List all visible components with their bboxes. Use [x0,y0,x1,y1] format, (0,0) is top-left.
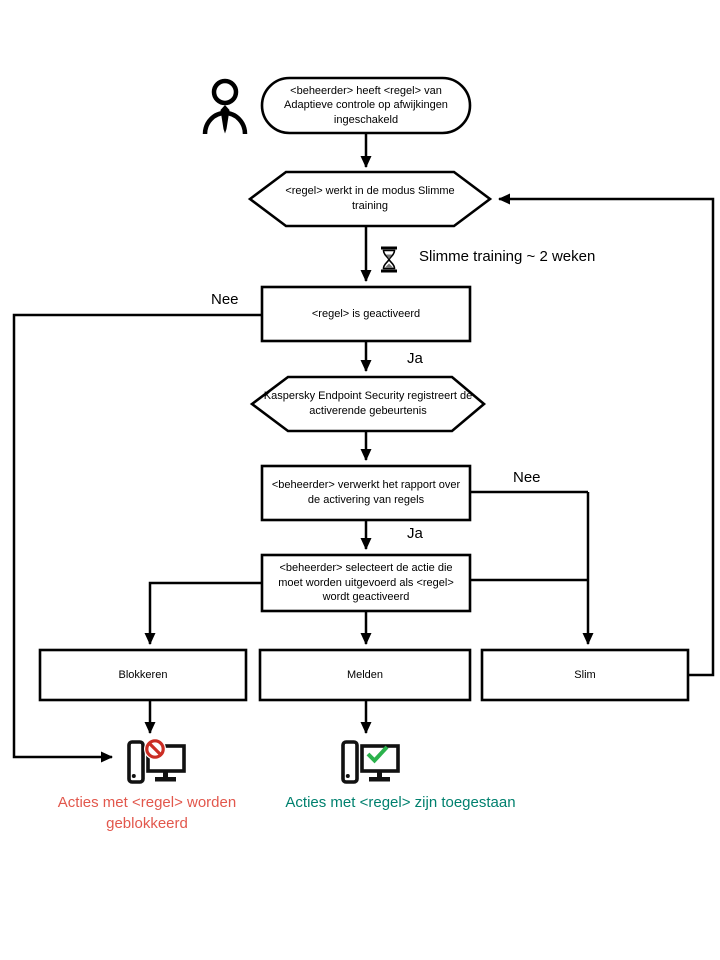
shape-select-action [260,553,472,613]
node-action-smart: Slim [574,668,596,681]
hourglass-icon [380,246,398,273]
shape-block [38,648,248,702]
shape-inform [258,648,472,702]
node-admin-processes-report: <beheerder> verwerkt het rapport over de… [271,479,461,506]
shape-smart [480,648,690,702]
node-smart-training-mode: <regel> werkt in de modus Slimme trainin… [285,185,455,212]
training-duration-label: Slimme training ~ 2 weken [419,248,596,265]
shape-kes-hexagon [249,375,487,433]
node-start: <beheerder> heeft <regel> van Adaptieve … [284,84,448,126]
shape-start-stadium [260,76,472,135]
computer-blocked-icon [127,738,186,787]
result-allowed-label: Acties met <regel> zijn toegestaan [285,794,516,811]
edge-label-ja-1: Ja [407,350,423,367]
shape-report [260,464,472,522]
result-blocked-label: Acties met <regel> worden geblokkeerd [57,794,237,832]
computer-allowed-icon [341,739,400,787]
node-admin-selects-action: <beheerder> selecteert de actie die moet… [278,562,454,604]
shape-rule-triggered [260,285,472,343]
node-rule-triggered: <regel> is geactiveerd [311,307,421,320]
edge-label-ja-2: Ja [407,525,423,542]
node-action-inform: Melden [346,668,384,681]
node-action-block: Blokkeren [118,668,168,681]
shape-training-hexagon [247,170,493,228]
edge-label-nee-2: Nee [513,469,541,486]
node-kes-registers: Kaspersky Endpoint Security registreert … [263,390,473,417]
person-icon [202,77,248,137]
edge-label-nee-1: Nee [211,291,239,308]
